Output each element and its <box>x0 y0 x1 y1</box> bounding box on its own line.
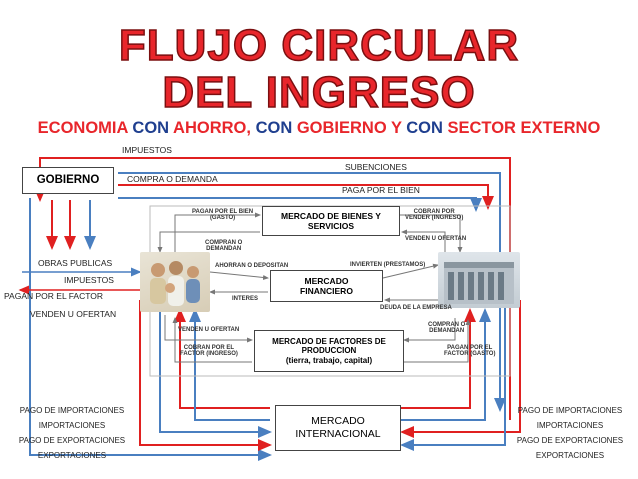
box-factores-l2: PRODUCCION <box>301 346 357 356</box>
side-right-2: PAGO DE EXPORTACIONES <box>516 436 624 445</box>
subtitle-part-1: CON <box>132 119 169 137</box>
label-interes: INTERES <box>232 296 259 302</box>
arrow-subenciones <box>118 172 506 412</box>
arrow-bienes-to-empresa <box>400 214 463 253</box>
side-left-1: IMPORTACIONES <box>38 421 106 430</box>
label-impuestos-left: IMPUESTOS <box>64 275 114 285</box>
arrow-bienes-to-hogar <box>157 231 260 253</box>
subtitle-part-6: SECTOR EXTERNO <box>443 119 601 137</box>
box-gobierno-label: GOBIERNO <box>36 173 100 186</box>
side-right-1: IMPORTACIONES <box>536 421 604 430</box>
label-venden-ofertan-left: VENDEN U OFERTAN <box>178 327 240 333</box>
side-right-0: PAGO DE IMPORTACIONES <box>517 406 623 415</box>
arrow-invierten <box>382 263 439 279</box>
arrow-int-left-blue-2 <box>189 308 270 421</box>
arrow-hogar-factor <box>164 315 253 343</box>
arrow-empresa-to-bienes <box>401 229 446 252</box>
households-photo <box>140 252 210 312</box>
subtitle-part-3: CON <box>256 119 293 137</box>
arrow-int-right-blue-1 <box>400 308 491 421</box>
label-pagan-bien: PAGAN POR EL BIEN(GASTO) <box>192 209 254 221</box>
label-venden-ofertan: VENDEN U OFERTAN <box>30 309 117 319</box>
side-left-2: PAGO DE EXPORTACIONES <box>18 436 126 445</box>
arrow-gob-left-1 <box>29 198 272 461</box>
arrow-int-left-red-1 <box>139 300 272 451</box>
subtitle-part-4: GOBIERNO Y <box>292 119 406 137</box>
label-deuda: DEUDA DE LA EMPRESA <box>380 305 452 311</box>
label-paga-bien: PAGA POR EL BIEN <box>342 185 420 195</box>
arrow-factor-empresa <box>404 319 471 363</box>
subtitle-part-0: ECONOMIA <box>38 119 133 137</box>
box-mercado-internacional: MERCADO INTERNACIONAL <box>275 405 401 451</box>
subtitle-part-5: CON <box>406 119 443 137</box>
arrow-int-right-red-2 <box>400 300 521 438</box>
arrow-int-left-blue-1 <box>159 300 272 438</box>
building-icon <box>444 262 514 304</box>
label-venden-ofertan-right: VENDEN U OFERTAN <box>405 236 467 242</box>
label-invierten: INVIERTEN (PRESTAMOS) <box>350 262 426 268</box>
box-bienes-l2: SERVICIOS <box>307 221 355 231</box>
arrow-int-left-red-2 <box>174 308 270 409</box>
box-factores-l3: (tierra, trabajo, capital) <box>285 355 373 365</box>
side-left-0: PAGO DE IMPORTACIONES <box>19 406 125 415</box>
business-photo <box>438 252 520 308</box>
label-obras-publicas: OBRAS PUBLICAS <box>38 258 113 268</box>
arrow-int-right-red-1 <box>400 308 476 409</box>
box-internacional-l2: INTERNACIONAL <box>295 428 381 440</box>
arrow-factor-hogar <box>172 317 252 363</box>
subtitle: ECONOMIA CON AHORRO, CON GOBIERNO Y CON … <box>38 119 601 137</box>
arrow-hogar-gasto <box>174 212 261 252</box>
box-internacional-l1: MERCADO <box>311 415 365 428</box>
side-labels-left: PAGO DE IMPORTACIONES IMPORTACIONES PAGO… <box>2 403 142 463</box>
label-pagan-factor: PAGAN POR EL FACTOR <box>4 291 104 301</box>
label-subenciones: SUBENCIONES <box>345 162 407 172</box>
title-line1: FLUJO CIRCULAR <box>119 21 519 70</box>
box-mercado-bienes: MERCADO DE BIENES Y SERVICIOS <box>262 206 400 236</box>
arrow-empresa-factor <box>403 318 456 343</box>
box-factores-l1: MERCADO DE FACTORES DE <box>272 336 386 346</box>
title-line2: DEL INGRESO <box>162 68 475 117</box>
family-icon <box>150 261 200 306</box>
box-mercado-factores: MERCADO DE FACTORES DE PRODUCCION (tierr… <box>254 330 404 372</box>
box-gobierno: GOBIERNO <box>22 167 114 194</box>
side-right-3: EXPORTACIONES <box>535 451 605 460</box>
arrow-int-right-blue-2 <box>400 300 506 451</box>
box-financiero-l1: MERCADO <box>304 275 349 286</box>
box-financiero-l2: FINANCIERO <box>300 286 353 296</box>
box-bienes-l1: MERCADO DE BIENES Y <box>281 210 381 221</box>
box-mercado-financiero: MERCADO FINANCIERO <box>270 270 383 302</box>
label-ahorran: AHORRAN O DEPOSITAN <box>215 263 289 269</box>
side-left-3: EXPORTACIONES <box>37 451 107 460</box>
arrow-compra <box>118 184 494 210</box>
side-labels-right: PAGO DE IMPORTACIONES IMPORTACIONES PAGO… <box>505 403 635 463</box>
subtitle-part-2: AHORRO, <box>169 119 255 137</box>
title-svg: FLUJO CIRCULAR DEL INGRESO ECONOMIA CON … <box>38 20 601 137</box>
label-impuestos-top: IMPUESTOS <box>122 145 172 155</box>
label-compra-demanda: COMPRA O DEMANDA <box>127 174 218 184</box>
arrow-ahorran <box>209 271 269 280</box>
